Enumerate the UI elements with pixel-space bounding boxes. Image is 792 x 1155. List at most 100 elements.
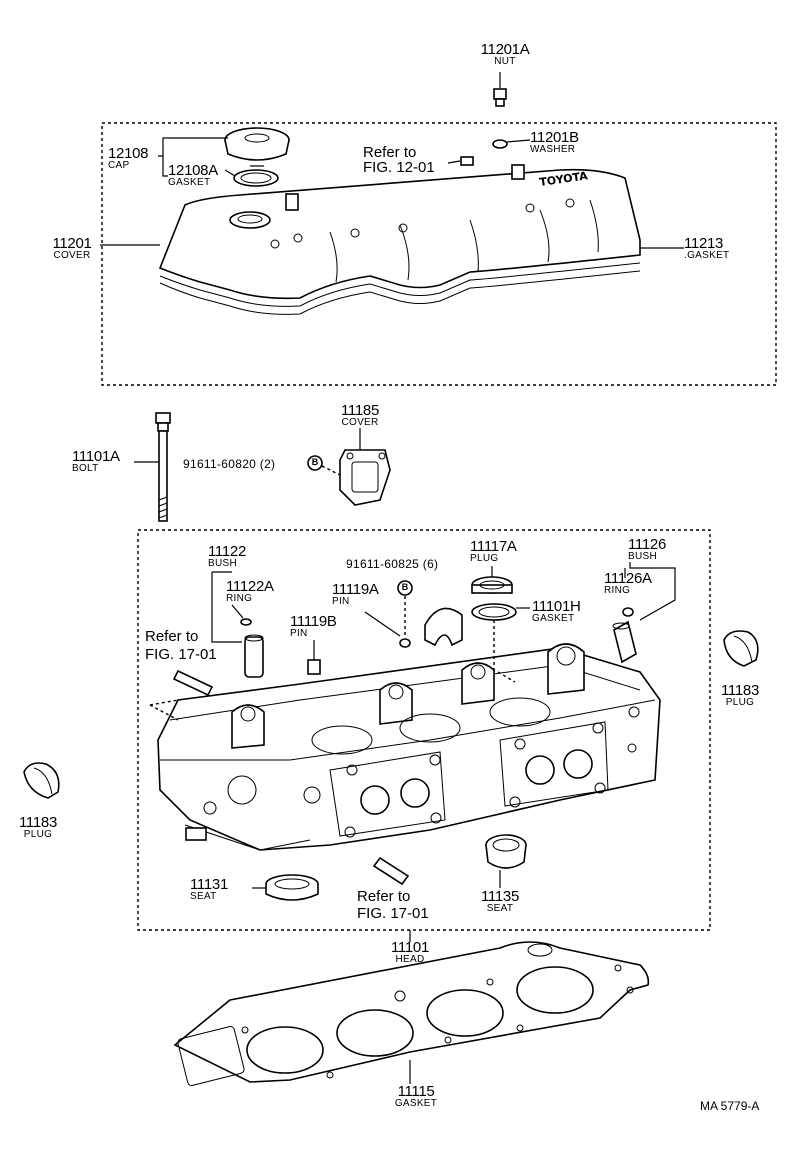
bush-left-label: 11122 BUSH (208, 544, 246, 569)
bush-left-part (244, 634, 264, 678)
pin-a-ref-label: 91611-60825 (6) (346, 556, 438, 572)
cover-gasket-name: .GASKET (684, 250, 730, 261)
refer-17-left-line2: FIG. 17-01 (145, 646, 217, 663)
refer-12-line1: Refer to (363, 144, 417, 161)
plug-top-label: 11117A PLUG (470, 539, 517, 564)
seat-left-label: 11131 SEAT (190, 877, 228, 902)
head-gasket-small-number: 11101H (532, 598, 581, 615)
head-gasket-name: GASKET (394, 1098, 438, 1109)
plug-top-part (471, 576, 513, 594)
pin-b-label: 11119B PIN (290, 614, 337, 639)
refer-12-label: Refer to FIG. 12-01 (363, 145, 435, 175)
ring-left-part (240, 618, 252, 626)
cover-name: COVER (53, 250, 91, 261)
nut-part (493, 72, 507, 107)
seat-right-number: 11135 (481, 888, 519, 905)
cap-label: 12108 CAP (108, 145, 149, 171)
plug-right-number: 11183 (721, 682, 759, 699)
cap-name: CAP (108, 160, 130, 171)
ring-left-number: 11122A (226, 578, 274, 595)
valve-cover-part: TOYOTA (158, 164, 641, 315)
head-gasket-small-label: 11101H GASKET (532, 599, 581, 624)
ring-right-part (622, 607, 634, 617)
seat-left-number: 11131 (190, 876, 228, 893)
cover-number: 11201 (52, 235, 92, 252)
bolt-number: 11101A (72, 448, 120, 465)
plug-right-part (723, 630, 759, 667)
small-cover-name: COVER (341, 417, 379, 428)
cover-label: 11201 COVER (52, 236, 91, 261)
pin-b-number: 11119B (290, 613, 337, 630)
cap-gasket-name: GASKET (168, 177, 211, 188)
bush-right-label: 11126 BUSH (628, 537, 666, 562)
nut-number: 11201A (480, 41, 530, 58)
washer-number: 11201B (530, 129, 579, 146)
cap-gasket-label: 12108A GASKET (168, 163, 218, 188)
oil-filler-cap-part (224, 127, 290, 167)
cylinder-head-part (149, 643, 661, 851)
refer-17-bottom-label: Refer to FIG. 17-01 (357, 889, 429, 921)
bush-right-number: 11126 (628, 536, 666, 553)
small-cover-number: 11185 (341, 402, 379, 419)
gasket-small-part (471, 603, 517, 621)
small-cover-part (339, 428, 391, 506)
bolt-part (155, 412, 171, 522)
plug-right-label: 11183 PLUG (721, 683, 759, 708)
nut-label: 11201A NUT (481, 42, 530, 67)
bush-left-number: 11122 (208, 543, 246, 560)
cover-gasket-label: 11213 .GASKET (684, 236, 729, 261)
plug-top-name: PLUG (470, 553, 499, 564)
bolt-name: BOLT (72, 463, 99, 474)
ring-left-label: 11122A RING (226, 579, 274, 604)
plug-right-name: PLUG (725, 697, 755, 708)
small-cover-label: 11185 COVER (341, 403, 379, 428)
ring-right-label: 11126A RING (604, 571, 652, 596)
bush-right-name: BUSH (628, 551, 657, 562)
plug-left-name: PLUG (23, 829, 53, 840)
head-label: 11101 HEAD (391, 940, 429, 965)
cap-number: 12108 (108, 145, 149, 162)
head-name: HEAD (395, 954, 425, 965)
stud-bottom-part (372, 856, 410, 886)
cap-gasket-part (233, 169, 279, 187)
pin-a-part (399, 638, 411, 648)
nut-name: NUT (494, 56, 516, 67)
refer-17-bottom-line2: FIG. 17-01 (357, 905, 429, 922)
ring-right-name: RING (604, 585, 631, 596)
plug-left-part (23, 762, 60, 799)
stud-left-part (172, 669, 214, 697)
head-gasket-number: 11115 (397, 1083, 435, 1100)
bolt-ref-marker: B (311, 457, 319, 467)
ring-left-name: RING (226, 593, 253, 604)
bush-left-name: BUSH (208, 558, 237, 569)
washer-name: WASHER (530, 144, 576, 155)
seat-right-part (485, 834, 527, 869)
pin-b-name: PIN (290, 628, 308, 639)
head-gasket-small-name: GASKET (532, 613, 575, 624)
plug-left-number: 11183 (19, 814, 57, 831)
seat-right-name: SEAT (486, 903, 514, 914)
ring-right-number: 11126A (604, 570, 652, 587)
doc-code: MA 5779-A (700, 1099, 760, 1113)
pin-a-ref-text: 91611-60825 (6) (346, 557, 439, 571)
bolt-label: 11101A BOLT (72, 449, 120, 474)
pin-a-name: PIN (332, 596, 350, 607)
head-number: 11101 (391, 939, 429, 956)
bearing-cap-part (424, 607, 463, 647)
bolt-ref-label: 91611-60820 (2) (183, 456, 275, 472)
refer-17-left-line1: Refer to (145, 628, 199, 645)
refer-12-line2: FIG. 12-01 (363, 159, 435, 176)
refer-17-left-label: Refer to FIG. 17-01 (145, 629, 217, 662)
refer-nut-part (447, 156, 474, 166)
washer-label: 11201B WASHER (530, 130, 579, 155)
seat-right-label: 11135 SEAT (481, 889, 519, 914)
plug-left-label: 11183 PLUG (19, 815, 57, 840)
washer-part (492, 139, 531, 149)
seat-left-name: SEAT (190, 891, 217, 902)
pin-a-number: 11119A (332, 581, 379, 598)
pin-b-part (307, 659, 321, 675)
seat-left-part (265, 874, 319, 901)
refer-17-bottom-line1: Refer to (357, 888, 411, 905)
